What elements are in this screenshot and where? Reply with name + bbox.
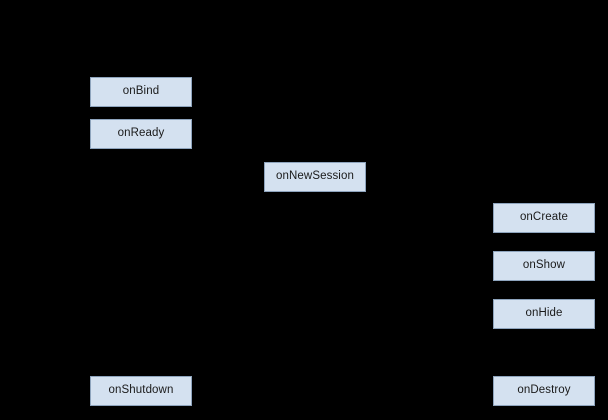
node-on-bind[interactable]: onBind [90,77,192,107]
node-label: onShutdown [108,384,174,397]
node-on-new-session[interactable]: onNewSession [264,162,366,192]
node-label: onBind [122,85,160,98]
node-on-show[interactable]: onShow [493,251,595,281]
node-on-shutdown[interactable]: onShutdown [90,376,192,406]
node-label: onDestroy [517,384,571,397]
node-on-create[interactable]: onCreate [493,203,595,233]
node-label: onNewSession [276,170,354,183]
node-label: onCreate [519,211,569,224]
node-on-ready[interactable]: onReady [90,119,192,149]
node-label: onHide [525,307,563,320]
node-label: onReady [117,127,165,140]
node-on-destroy[interactable]: onDestroy [493,376,595,406]
node-label: onShow [522,259,566,272]
node-on-hide[interactable]: onHide [493,299,595,329]
